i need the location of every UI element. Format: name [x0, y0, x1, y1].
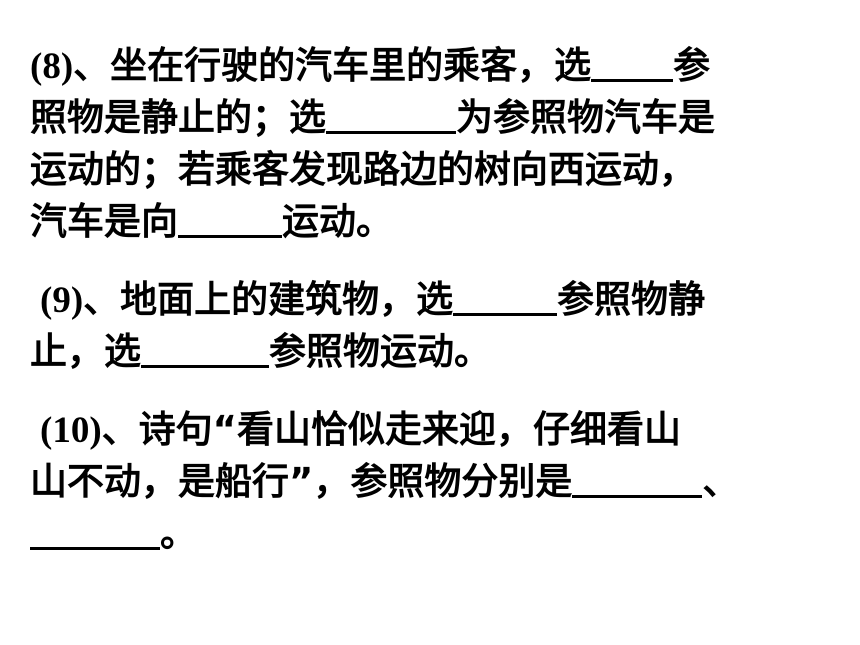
question-8-text: 为参照物汽车是 — [456, 96, 715, 139]
question-9-text: 、地面上的建筑物，选 — [83, 278, 454, 321]
question-8-text: 、坐在行驶的汽车里的乘客，选 — [73, 44, 592, 87]
question-8-line-2: 照物是静止的；选 为参照物汽车是 — [30, 92, 830, 144]
question-8-text: 照物是静止的；选 — [30, 96, 326, 139]
question-10-text: 、 — [702, 460, 740, 503]
question-8-line-1: (8)、坐在行驶的汽车里的乘客，选 参 — [30, 40, 830, 92]
question-9: (9)、地面上的建筑物，选 参照物静 止，选 参照物运动。 — [30, 274, 840, 378]
question-8-number: (8) — [30, 46, 74, 87]
question-9-line-2: 止，选 参照物运动。 — [30, 326, 840, 378]
question-8-line-4: 汽车是向 运动。 — [30, 196, 830, 248]
question-9-text: 参照物静 — [557, 278, 706, 321]
answer-blank[interactable] — [178, 197, 282, 238]
question-10-line-2: 山不动，是船行”，参照物分别是 、 — [30, 456, 840, 508]
question-10-text: 。 — [160, 512, 197, 555]
question-9-line-1: (9)、地面上的建筑物，选 参照物静 — [40, 274, 840, 326]
answer-blank[interactable] — [30, 509, 160, 550]
question-10-line-1: (10)、诗句“看山恰似走来迎，仔细看山 — [40, 404, 840, 456]
question-9-number: (9) — [40, 280, 84, 321]
question-10-number: (10) — [40, 410, 102, 451]
question-9-text: 止，选 — [30, 330, 141, 373]
question-8-text: 运动。 — [282, 200, 393, 243]
question-8-text: 运动的；若乘客发现路边的树向西运动， — [30, 148, 696, 191]
question-10-text: 、诗句“看山恰似走来迎，仔细看山 — [101, 408, 681, 451]
question-10-text: 山不动，是船行”，参照物分别是 — [30, 460, 573, 503]
answer-blank[interactable] — [591, 41, 674, 82]
answer-blank[interactable] — [141, 327, 269, 368]
question-10-line-3: 。 — [30, 508, 840, 560]
question-8-text: 汽车是向 — [30, 200, 178, 243]
question-10: (10)、诗句“看山恰似走来迎，仔细看山 山不动，是船行”，参照物分别是 、 。 — [30, 404, 840, 560]
answer-blank[interactable] — [326, 93, 456, 134]
question-8: (8)、坐在行驶的汽车里的乘客，选 参 照物是静止的；选 为参照物汽车是 运动的；若… — [30, 40, 830, 248]
question-9-text: 参照物运动。 — [269, 330, 491, 373]
question-8-line-3: 运动的；若乘客发现路边的树向西运动， — [30, 144, 830, 196]
answer-blank[interactable] — [572, 457, 703, 498]
answer-blank[interactable] — [453, 275, 558, 316]
question-8-text: 参 — [673, 44, 711, 87]
